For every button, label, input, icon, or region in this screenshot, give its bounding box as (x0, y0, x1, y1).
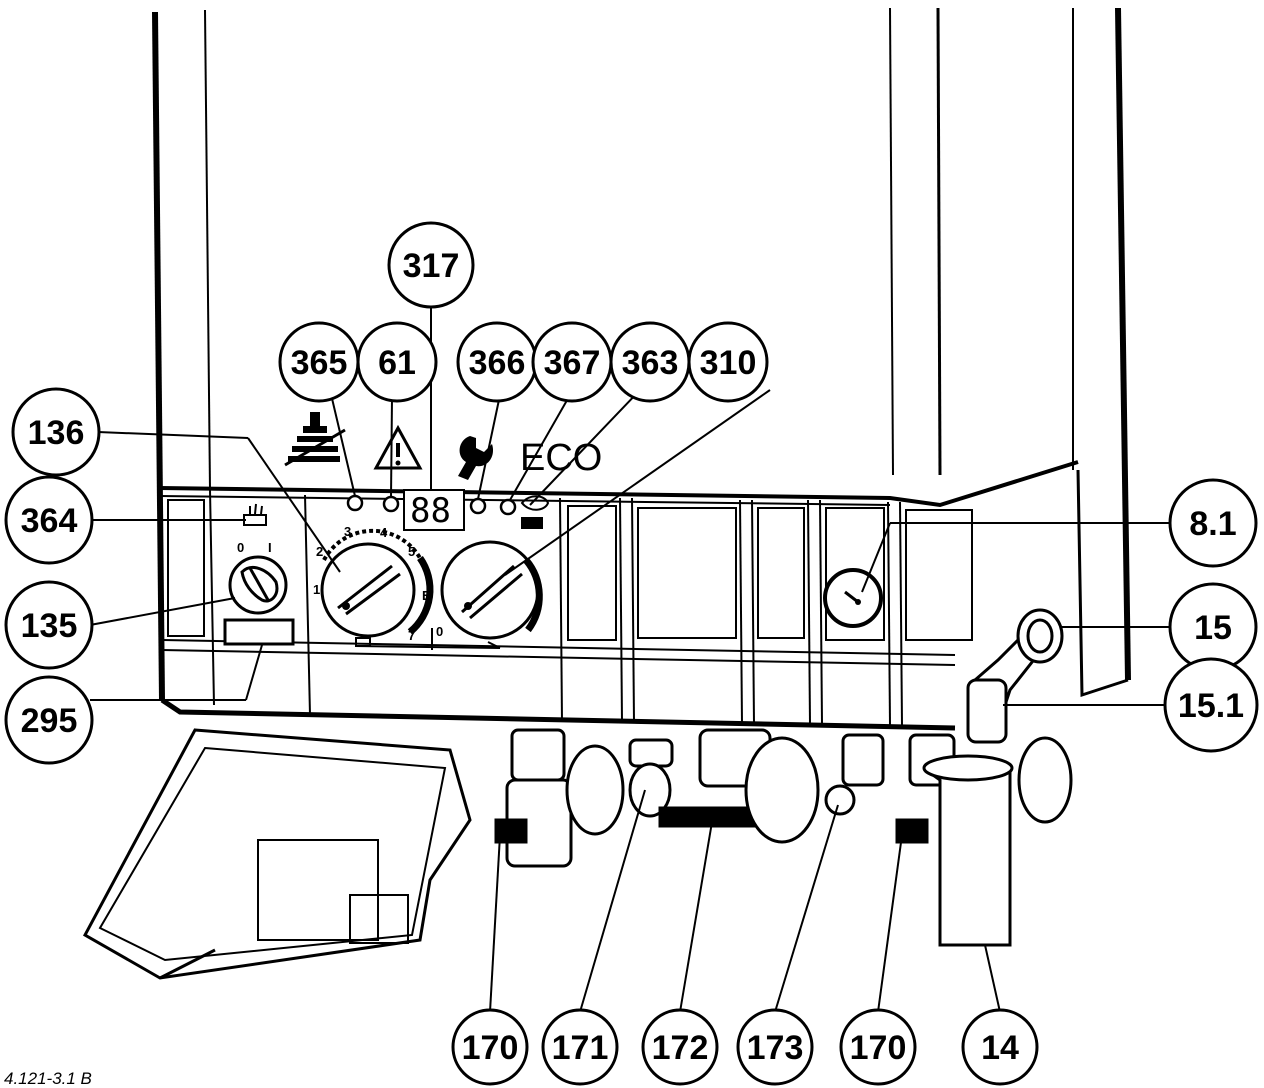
callout-135 (4, 580, 94, 670)
dial-label-4: 4 (380, 525, 388, 540)
callout-172 (641, 1008, 719, 1086)
callouts (4, 221, 1259, 1086)
siphon-elbow (966, 608, 1064, 744)
callout-61 (356, 321, 438, 403)
led-chimney-sweep (346, 494, 364, 512)
control-panel-flap (82, 728, 472, 980)
callout-label-363: 363 (622, 344, 679, 382)
callout-label-61: 61 (378, 344, 416, 382)
leader-lines (89, 300, 1170, 1013)
valve-171[interactable] (628, 738, 674, 818)
led-eco (499, 498, 517, 516)
led-service (469, 497, 487, 515)
callout-label-172: 172 (652, 1029, 709, 1067)
wrench-icon (458, 436, 494, 480)
callout-label-365: 365 (291, 344, 348, 382)
switch-label-off: 0 (237, 540, 244, 555)
callout-label-170-right: 170 (850, 1029, 907, 1067)
callout-15-1 (1163, 657, 1259, 753)
dial-label-7: 7 (408, 628, 415, 643)
callout-label-173: 173 (747, 1029, 804, 1067)
valve-173[interactable] (824, 733, 885, 816)
dial-label-2: 2 (316, 544, 323, 559)
valve-170-left[interactable] (494, 728, 625, 868)
heating-dial-scale: 1 2 3 4 5 E 7 (313, 524, 431, 643)
callout-317 (387, 221, 475, 309)
heating-temperature-dial[interactable] (320, 528, 434, 638)
callout-label-310: 310 (700, 344, 757, 382)
pressure-gauge (823, 568, 883, 628)
led-fault (382, 495, 400, 513)
dial-label-3: 3 (344, 524, 351, 539)
callout-170-right (839, 1008, 917, 1086)
dial-label-e: E (422, 588, 431, 603)
callout-8-1 (1168, 478, 1258, 568)
panel-tile-grid (161, 489, 973, 726)
dial-label-1: 1 (313, 582, 320, 597)
callout-295 (4, 675, 94, 765)
burner-icon (243, 503, 267, 526)
callout-136 (11, 387, 101, 477)
warning-icon (373, 424, 423, 470)
callout-173 (736, 1008, 814, 1086)
switch-label-on: I (268, 540, 272, 555)
funnel-14 (922, 754, 1014, 947)
callout-label-8-1: 8.1 (1189, 505, 1236, 543)
callout-label-295: 295 (21, 702, 78, 740)
callout-170-left (451, 1008, 529, 1086)
callout-364 (4, 475, 94, 565)
callout-label-171: 171 (552, 1029, 609, 1067)
callout-label-364: 364 (21, 502, 78, 540)
callout-label-15-1: 15.1 (1178, 687, 1244, 725)
callout-label-170-left: 170 (462, 1029, 519, 1067)
callout-labels: 317 365 61 366 367 363 310 136 364 135 2… (21, 247, 1244, 1067)
callout-label-136: 136 (28, 414, 85, 452)
callout-label-317: 317 (403, 247, 460, 285)
flap-cover[interactable] (223, 618, 295, 646)
callout-310 (687, 321, 769, 403)
water-dial-label-0: 0 (436, 624, 443, 639)
display-digits: 88 (410, 491, 451, 531)
hot-water-mode-icon (520, 495, 550, 529)
callout-14 (961, 1008, 1039, 1086)
callout-label-366: 366 (469, 344, 526, 382)
callout-label-367: 367 (544, 344, 601, 382)
mode-symbols (354, 628, 501, 650)
callout-171 (541, 1008, 619, 1086)
callout-label-15: 15 (1194, 609, 1232, 647)
callout-label-135: 135 (21, 607, 78, 645)
dial-label-5: 5 (408, 544, 415, 559)
hot-water-temperature-dial[interactable] (440, 540, 543, 640)
boiler-casing (152, 7, 1131, 731)
chimney-sweep-icon (284, 412, 346, 467)
main-switch[interactable] (228, 555, 288, 615)
callout-label-14: 14 (981, 1029, 1019, 1067)
valve-172[interactable] (658, 728, 820, 844)
figure-code: 4.121-3.1 B (4, 1069, 92, 1088)
digital-display: 88 (403, 489, 465, 531)
